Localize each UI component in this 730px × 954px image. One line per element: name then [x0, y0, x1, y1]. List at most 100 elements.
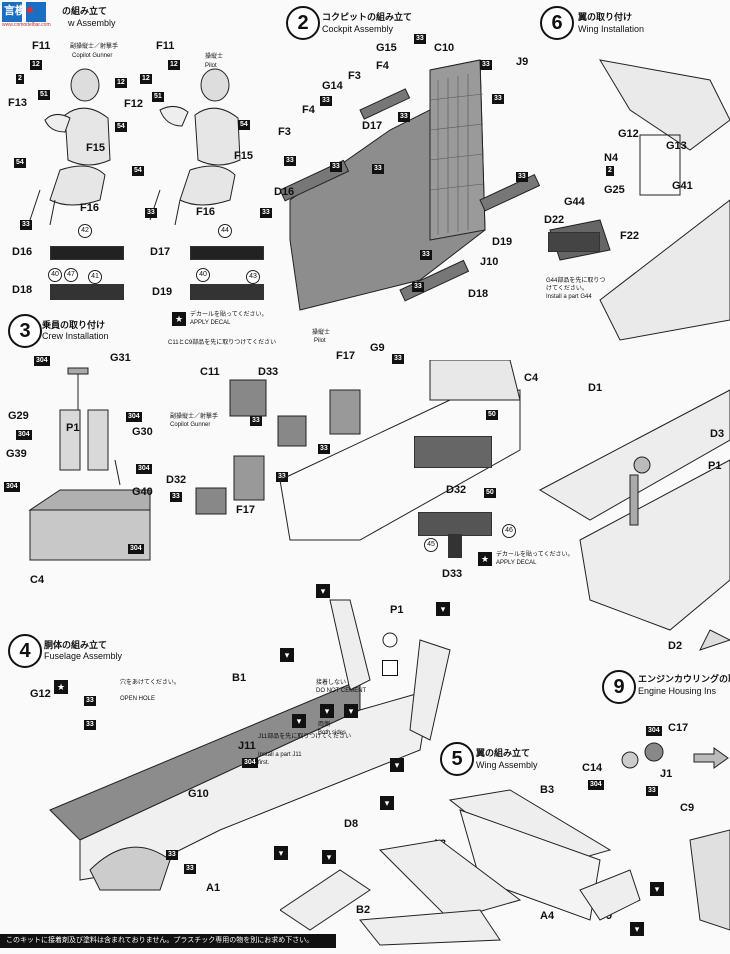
drill-hole-icon: ▾: [274, 846, 288, 860]
step5-title-en: Wing Assembly: [476, 760, 538, 770]
part-label-d19-a: D19: [152, 286, 173, 298]
part-label-d32-b: D32: [446, 484, 467, 496]
drill-hole-icon: ▾: [316, 584, 330, 598]
copilot-label-jp: 副操縦士／射撃手: [70, 44, 119, 50]
apply-decal-en: APPLY DECAL: [190, 320, 231, 326]
note-j11-first-en2: first.: [258, 760, 270, 766]
copilot-label-en: Copilot Gunner: [72, 53, 113, 59]
both-sides-jp: 両側: [318, 722, 331, 728]
crew-seat-diagram: [28, 367, 151, 561]
drill-hole-icon: ▾: [630, 922, 644, 936]
step1-title-en: w Assembly: [68, 18, 116, 28]
part-label-j11: J11: [238, 740, 256, 752]
drill-hole-icon: ▾: [320, 704, 334, 718]
paint-code-badge: 33: [284, 156, 296, 166]
part-label-f4-b: F4: [302, 104, 315, 116]
note-g44-first-jp1: G44部品を先に取りつ: [546, 278, 606, 284]
note-j11-first-en1: Install a part J11: [258, 752, 302, 758]
part-label-j1: J1: [660, 768, 673, 780]
part-label-f16-b: F16: [196, 206, 215, 218]
step-number-9: 9: [602, 670, 636, 704]
part-label-j10: J10: [480, 256, 499, 268]
paint-code-badge: 54: [238, 120, 250, 130]
part-label-f4-a: F4: [376, 60, 389, 72]
step3-title-en: Crew Installation: [42, 331, 109, 341]
cockpit-tub-diagram: [280, 59, 540, 311]
part-label-d33-a: D33: [258, 366, 279, 378]
note-g44-first-en: Install a part G44: [546, 294, 592, 300]
part-label-g12-a: G12: [618, 128, 639, 140]
drill-hole-icon: ▾: [344, 704, 358, 718]
part-label-g12-b: G12: [30, 688, 51, 700]
step-number-4: 4: [8, 634, 42, 668]
step9-title-en: Engine Housing Ins: [638, 686, 717, 696]
part-label-p1-b: P1: [390, 604, 404, 616]
paint-code-badge: 304: [128, 544, 144, 554]
step-number-2: 2: [286, 6, 320, 40]
decal-number: 47: [64, 268, 78, 282]
part-label-d16-a: D16: [12, 246, 33, 258]
part-label-c4-a: C4: [30, 574, 45, 586]
part-label-c9: C9: [680, 802, 695, 814]
part-label-g15: G15: [376, 42, 397, 54]
paint-code-badge: 2: [16, 74, 24, 84]
pilot-label-en-b: Pilot: [314, 338, 326, 344]
paint-code-badge: 50: [484, 488, 496, 498]
step6-title-jp: 翼の取り付け: [578, 12, 633, 22]
decal-number: 46: [502, 524, 516, 538]
paint-code-badge: 12: [115, 78, 127, 88]
watermark-logo: 言模 www.cnmodelbar.com: [0, 0, 70, 28]
pilot-label-jp: 操縦士: [205, 54, 224, 60]
paint-code-badge: 33: [516, 172, 528, 182]
paint-code-badge: 12: [168, 60, 180, 70]
instrument-panel-d32: [414, 436, 492, 468]
step3-title-jp: 乗員の取り付け: [42, 320, 106, 330]
apply-decal-star-icon-c: ★: [54, 680, 68, 694]
apply-decal-star-icon: ★: [172, 312, 186, 326]
copilot-label-en-b: Copilot Gunner: [170, 422, 211, 428]
drill-hole-icon: ▾: [436, 602, 450, 616]
paint-code-badge: 33: [260, 208, 272, 218]
drill-hole-icon: ▾: [280, 648, 294, 662]
part-label-f17-a: F17: [336, 350, 355, 362]
part-label-g39: G39: [6, 448, 27, 460]
apply-decal-star-icon-b: ★: [478, 552, 492, 566]
both-sides-en: Both sides: [318, 730, 347, 736]
paint-code-badge: 304: [588, 780, 604, 790]
paint-code-badge: 33: [145, 208, 157, 218]
part-label-d19-b: D19: [492, 236, 513, 248]
note-g44-first-jp2: けてください。: [546, 286, 588, 292]
paint-code-badge: 304: [34, 356, 50, 366]
pilot-label-en: Pilot: [205, 63, 217, 69]
paint-code-badge: 304: [646, 726, 662, 736]
step2-title-en: Cockpit Assembly: [322, 24, 394, 34]
part-label-d2: D2: [668, 640, 683, 652]
part-label-d18-b: D18: [468, 288, 489, 300]
part-label-f11-a: F11: [32, 40, 51, 52]
part-label-d17-a: D17: [150, 246, 171, 258]
paint-code-badge: 54: [14, 158, 26, 168]
part-label-d1: D1: [588, 382, 603, 394]
decal-number: 41: [88, 270, 102, 284]
step5-title-jp: 翼の組み立て: [476, 748, 531, 758]
part-label-c11: C11: [200, 366, 220, 378]
instrument-panel-d16: [50, 246, 124, 260]
part-label-g44: G44: [564, 196, 585, 208]
pilot-label-jp-b: 操縦士: [312, 330, 331, 336]
drill-hole-icon: ▾: [322, 850, 336, 864]
part-label-a4: A4: [540, 910, 555, 922]
part-label-f17-b: F17: [236, 504, 255, 516]
instrument-panel-d18: [50, 284, 124, 300]
part-label-g30: G30: [132, 426, 153, 438]
part-label-b1: B1: [232, 672, 247, 684]
part-label-c10: C10: [434, 42, 455, 54]
step-number-5: 5: [440, 742, 474, 776]
step2-title-jp: コクピットの組み立て: [322, 12, 413, 22]
part-label-g40: G40: [132, 486, 153, 498]
part-label-d17-b: D17: [362, 120, 383, 132]
part-label-d3: D3: [710, 428, 725, 440]
part-label-f3-b: F3: [278, 126, 291, 138]
paint-code-badge: 50: [486, 410, 498, 420]
cockpit-seats-diagram: [195, 360, 521, 541]
part-label-d8: D8: [344, 818, 359, 830]
